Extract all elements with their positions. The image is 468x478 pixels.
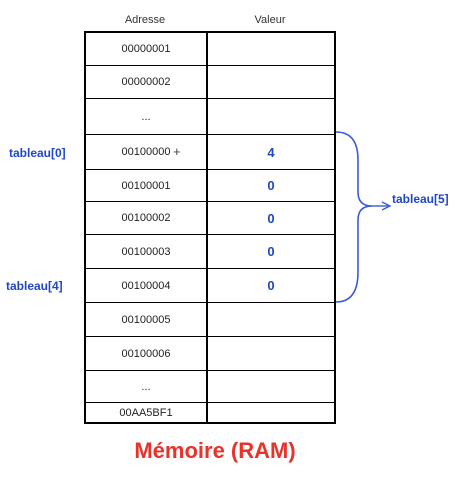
table-row: 00100004 0 xyxy=(86,268,334,302)
arrow-head-icon xyxy=(381,201,392,211)
address-cell: 00100006 xyxy=(86,337,208,370)
curly-brace-shape xyxy=(335,131,373,303)
table-row: 00100002 0 xyxy=(86,201,334,234)
address-cell: ... xyxy=(86,371,208,402)
address-column-header: Adresse xyxy=(124,14,166,26)
address-cell: 00100002 xyxy=(86,202,208,234)
address-cell: 00000001 xyxy=(86,33,208,65)
array-brace xyxy=(335,131,392,303)
value-cell xyxy=(208,99,334,134)
table-row: 00000001 xyxy=(86,33,334,65)
value-cell: 0 xyxy=(267,210,275,226)
table-row: 00100000 4 xyxy=(86,134,334,169)
label-tableau-0: tableau[0] xyxy=(9,146,66,160)
value-cell: 4 xyxy=(267,144,275,160)
value-cell xyxy=(208,303,334,336)
label-tableau-5: tableau[5] xyxy=(392,192,449,206)
label-tableau-4: tableau[4] xyxy=(6,279,63,293)
address-cell: 00000002 xyxy=(86,66,208,98)
address-cell: ... xyxy=(86,99,208,134)
value-cell xyxy=(208,337,334,370)
address-cell: 00100000 xyxy=(86,135,208,169)
address-cell: 00AA5BF1 xyxy=(86,403,208,422)
crosshair-cursor-icon: + xyxy=(173,144,181,159)
table-row: 00000002 xyxy=(86,65,334,98)
value-cell xyxy=(208,371,334,402)
table-row: ... xyxy=(86,370,334,402)
table-row: 00100005 xyxy=(86,302,334,336)
table-row: 00100003 0 xyxy=(86,234,334,268)
address-cell: 00100001 xyxy=(86,170,208,201)
value-column-header: Valeur xyxy=(254,14,286,26)
value-cell xyxy=(208,403,334,422)
value-cell: 0 xyxy=(267,244,275,259)
value-cell: 0 xyxy=(267,278,275,293)
table-row: 00100006 xyxy=(86,336,334,370)
diagram-title: Mémoire (RAM) xyxy=(134,438,296,463)
address-cell: 00100003 xyxy=(86,235,208,268)
table-row: 00AA5BF1 xyxy=(86,402,334,422)
value-cell: 0 xyxy=(267,178,275,193)
value-cell xyxy=(208,66,334,98)
value-cell xyxy=(208,33,334,65)
address-cell: 00100004 xyxy=(86,269,208,302)
table-row: ... xyxy=(86,98,334,134)
address-cell: 00100005 xyxy=(86,303,208,336)
table-row: 00100001 0 xyxy=(86,169,334,201)
